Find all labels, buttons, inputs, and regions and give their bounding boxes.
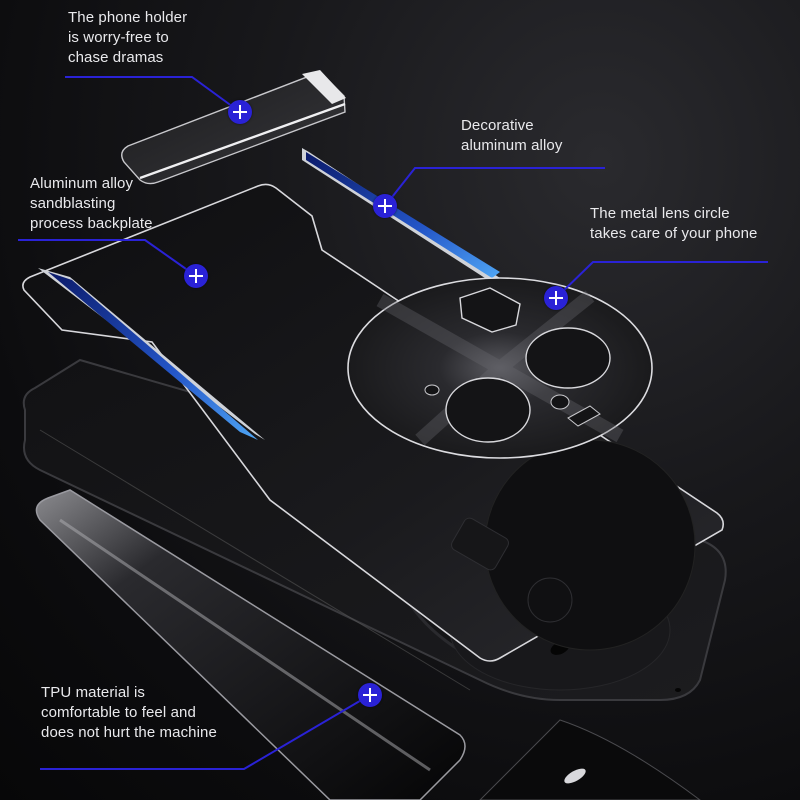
callout-line-backplate [18, 239, 197, 277]
plus-marker-icon[interactable] [358, 683, 382, 707]
callout-lines [18, 76, 768, 770]
plus-marker-icon[interactable] [544, 286, 568, 310]
callout-line-tpu-material [40, 694, 371, 770]
decorative-strip-right [302, 148, 500, 280]
plus-marker-icon[interactable] [184, 264, 208, 288]
decorative-strip-left [38, 268, 265, 440]
callout-line-decorative-alloy [384, 167, 605, 207]
plus-marker-icon[interactable] [228, 100, 252, 124]
callout-text-tpu-material: TPU material is comfortable to feel and … [41, 684, 217, 741]
callout-line-lens-circle [555, 261, 768, 299]
phone-holder [121, 70, 346, 185]
callout-text-lens-circle: The metal lens circle takes care of your… [590, 205, 758, 242]
callout-text-decorative-alloy: Decorative aluminum alloy [461, 117, 563, 154]
callout-text-phone-holder: The phone holder is worry-free to chase … [68, 9, 188, 66]
metal-lens-ring [347, 277, 653, 459]
phone-body [35, 489, 701, 800]
callout-text-backplate: Aluminum alloy sandblasting process back… [30, 175, 153, 232]
callout-line-phone-holder [65, 76, 241, 113]
plus-marker-icon[interactable] [373, 194, 397, 218]
